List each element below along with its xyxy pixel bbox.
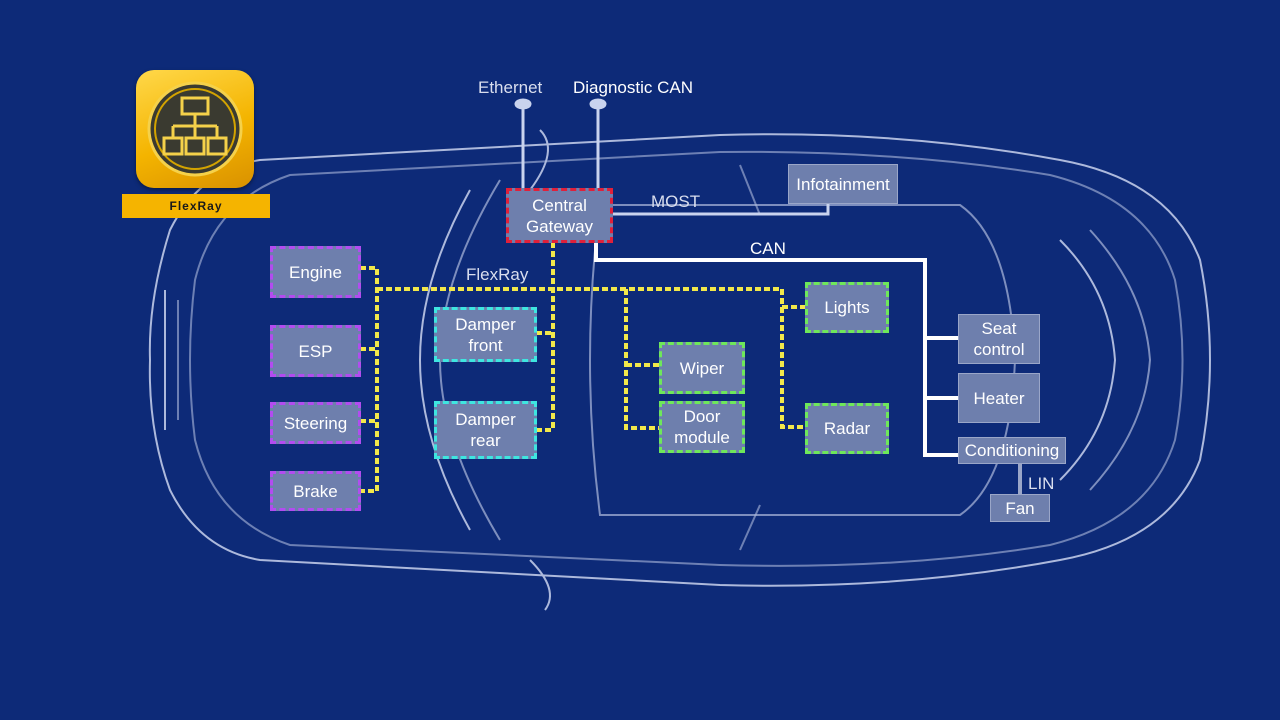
- can-bus-label: CAN: [750, 239, 786, 258]
- ecu-wiper: Wiper: [659, 342, 745, 394]
- ecu-infotainment: Infotainment: [788, 164, 898, 204]
- ecu-lights: Lights: [805, 282, 889, 333]
- flexray-bus-label: FlexRay: [466, 265, 529, 284]
- ecu-radar: Radar: [805, 403, 889, 454]
- ecu-damper-front: Damper front: [434, 307, 537, 362]
- ethernet-label: Ethernet: [478, 78, 543, 97]
- ecu-heater: Heater: [958, 373, 1040, 423]
- ecu-seat-control: Seat control: [958, 314, 1040, 364]
- ecu-conditioning: Conditioning: [958, 437, 1066, 464]
- ecu-brake: Brake: [270, 471, 361, 511]
- ecu-steering: Steering: [270, 402, 361, 444]
- ecu-door-module: Door module: [659, 401, 745, 453]
- lin-bus-label: LIN: [1028, 474, 1055, 493]
- ecu-engine: Engine: [270, 246, 361, 298]
- most-bus-label: MOST: [651, 192, 701, 211]
- ecu-esp: ESP: [270, 325, 361, 377]
- flexray-badge: FlexRay: [122, 194, 270, 218]
- network-topology-icon: [147, 81, 243, 177]
- diagnostic-can-label: Diagnostic CAN: [573, 78, 693, 97]
- ecu-damper-rear: Damper rear: [434, 401, 537, 459]
- flexray-logo: [136, 70, 254, 188]
- ecu-fan: Fan: [990, 494, 1050, 522]
- central-gateway: Central Gateway: [506, 188, 613, 243]
